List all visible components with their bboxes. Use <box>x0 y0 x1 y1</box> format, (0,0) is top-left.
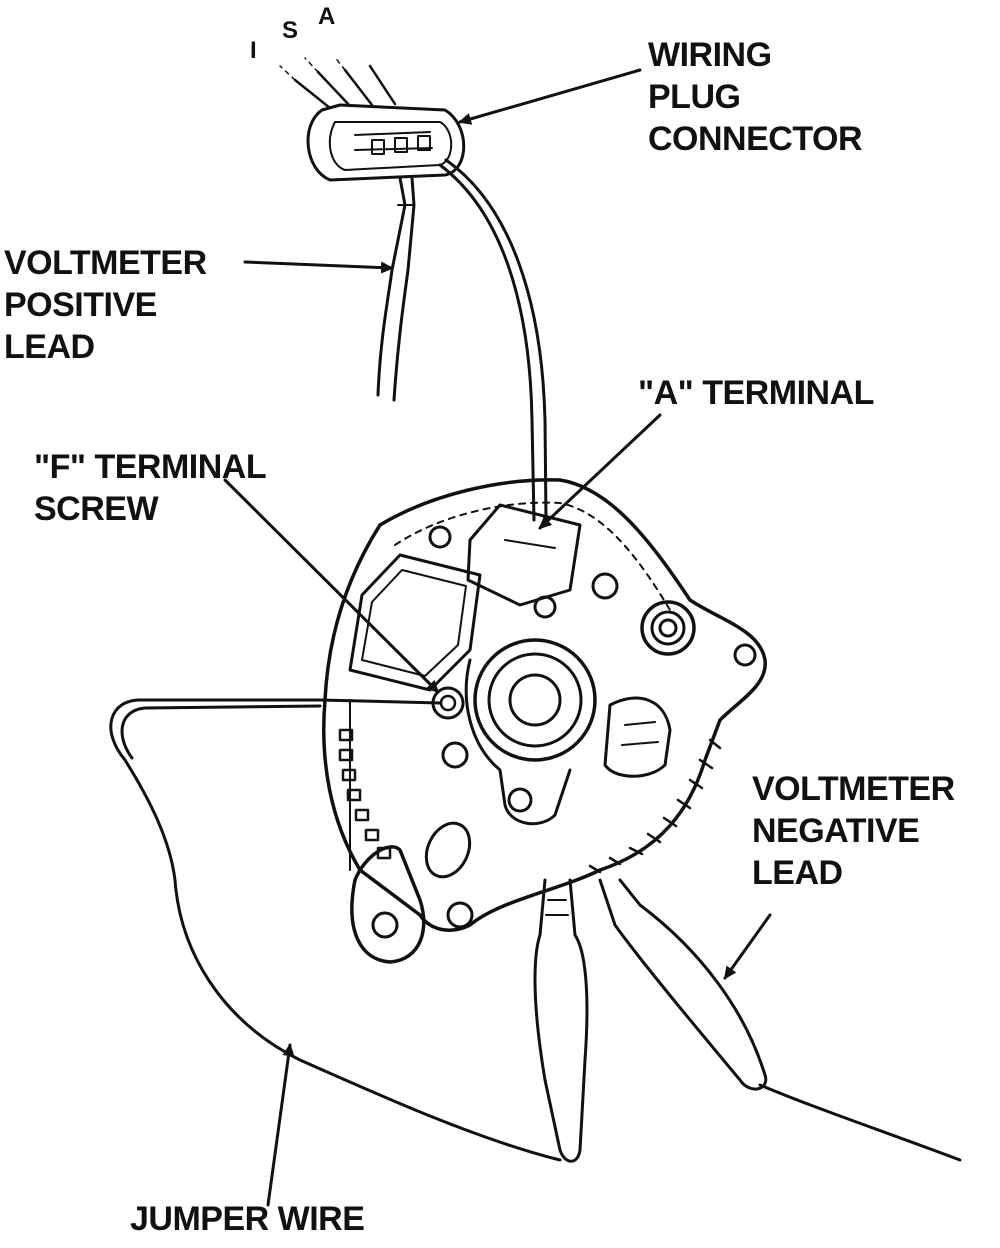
a-terminal-jumper-wire <box>438 163 536 522</box>
pin-label-s: S <box>282 17 298 44</box>
label-line: VOLTMETER <box>4 244 207 282</box>
label-line: PLUG <box>648 78 741 116</box>
pin-label-i: I <box>250 37 257 64</box>
negative-lead-leader <box>723 913 772 980</box>
label-line: LEAD <box>4 328 95 366</box>
a-terminal-label: "A" TERMINAL <box>638 374 874 412</box>
label-line: WIRING <box>648 36 772 74</box>
pin-label-a: A <box>318 3 335 30</box>
label-line: NEGATIVE <box>752 812 920 850</box>
voltmeter-positive-probe <box>376 176 416 402</box>
label-line: SCREW <box>34 490 159 528</box>
wiring-plug-leader <box>458 68 642 125</box>
wiring-plug-connector-shape <box>279 55 466 182</box>
f-terminal-screw-label: "F" TERMINAL SCREW <box>34 446 267 530</box>
voltmeter-negative-clip <box>533 878 962 1163</box>
label-line: CONNECTOR <box>648 120 863 158</box>
voltmeter-positive-lead-label: VOLTMETER POSITIVE LEAD <box>4 242 207 368</box>
jumper-wire-loop <box>109 698 562 1162</box>
jumper-wire-leader <box>266 1043 295 1207</box>
jumper-wire-label: JUMPER WIRE <box>130 1200 365 1238</box>
a-terminal-leader <box>538 413 662 530</box>
label-line: LEAD <box>752 854 843 892</box>
alternator-housing <box>322 478 767 964</box>
wiring-plug-connector-label: WIRING PLUG CONNECTOR <box>648 34 863 160</box>
voltmeter-negative-lead-label: VOLTMETER NEGATIVE LEAD <box>752 768 955 894</box>
f-terminal-leader <box>223 478 440 694</box>
label-line: POSITIVE <box>4 286 157 324</box>
label-line: VOLTMETER <box>752 770 955 808</box>
label-line: "F" TERMINAL <box>34 448 267 486</box>
positive-lead-leader <box>243 260 394 274</box>
